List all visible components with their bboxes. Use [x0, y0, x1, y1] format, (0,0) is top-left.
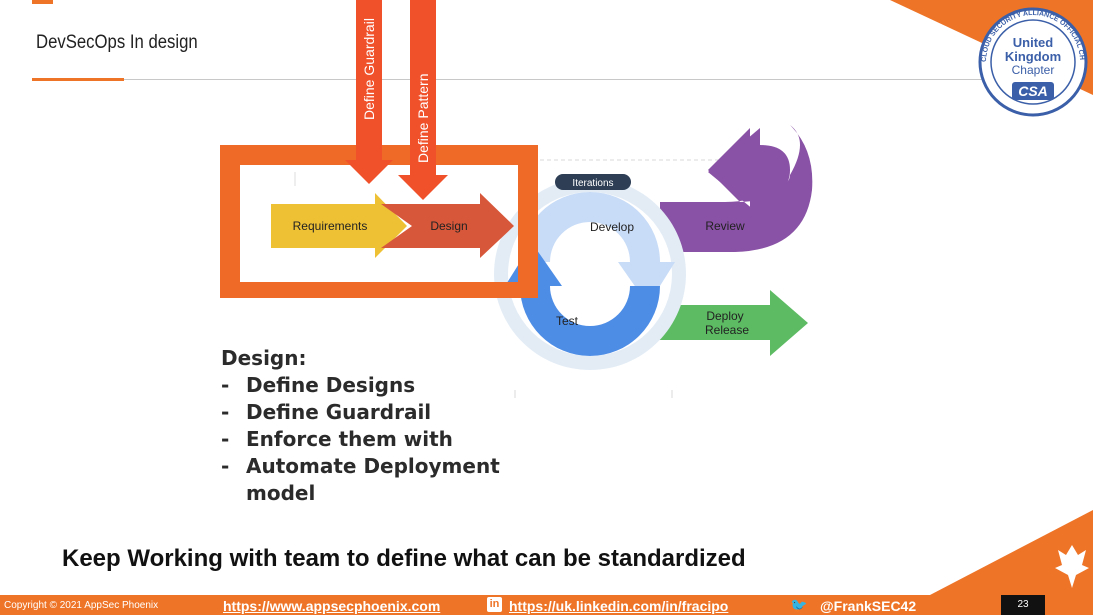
test-label: Test: [556, 314, 579, 328]
deploy-arrow: [650, 290, 808, 356]
requirements-arrow: [271, 193, 407, 258]
tagline: Keep Working with team to define what ca…: [62, 545, 746, 572]
design-highlight-frame: [220, 145, 538, 298]
design-arrow: [381, 193, 514, 258]
guardrail-arrow-label: Define Guardrail: [361, 18, 377, 120]
pattern-arrow-label: Define Pattern: [415, 74, 431, 164]
bullets-heading: Design:: [221, 346, 307, 370]
csa-logo: CLOUD SECURITY ALLIANCE OFFICIAL CHAPTER…: [0, 0, 1088, 117]
bullet-item: -Automate Deployment model: [221, 454, 500, 505]
iterations-label: Iterations: [572, 178, 613, 189]
logo-line3: Chapter: [1012, 63, 1055, 77]
footer-bar: Copyright © 2021 AppSec Phoenix https://…: [0, 595, 1093, 615]
pattern-arrow: [398, 0, 448, 200]
requirements-label: Requirements: [293, 219, 368, 233]
title-divider: [32, 79, 1093, 80]
footer-site-link[interactable]: https://www.appsecphoenix.com: [223, 598, 441, 614]
footer-linkedin-link[interactable]: https://uk.linkedin.com/in/fracipo: [509, 598, 729, 614]
deploy-label-line2: Release: [705, 323, 749, 337]
deploy-label-line1: Deploy: [706, 309, 743, 323]
bullet-item: -Define Designs: [221, 373, 416, 397]
phoenix-logo: [930, 510, 1093, 595]
design-bullet-list: Design: -Define Designs -Define Guardrai…: [221, 345, 536, 507]
footer-twitter-handle[interactable]: @FrankSEC42: [820, 598, 917, 614]
bullet-item: -Define Guardrail: [221, 400, 432, 424]
slide-title: DevSecOps In design: [36, 32, 198, 53]
page-number: 23: [1001, 595, 1045, 615]
test-segment: [505, 243, 660, 356]
iteration-cycle: Develop Test: [494, 178, 686, 370]
logo-line2: Kingdom: [1005, 49, 1061, 64]
phoenix-icon: [1055, 545, 1089, 588]
develop-label: Develop: [590, 220, 634, 234]
logo-badge-text: CSA: [1018, 83, 1048, 99]
top-accent-bar: [32, 0, 53, 4]
design-label: Design: [430, 219, 467, 233]
linkedin-icon: in: [487, 597, 502, 612]
title-accent-bar: [32, 78, 124, 81]
logo-line1: United: [1013, 35, 1054, 50]
logo-badge: [1012, 82, 1054, 100]
iterations-pill: [555, 174, 631, 190]
guardrail-arrow: [345, 0, 393, 184]
develop-segment: [520, 192, 675, 305]
review-label: Review: [705, 219, 745, 233]
twitter-icon: 🐦: [790, 597, 808, 613]
bullet-item: -Enforce them with: [221, 427, 453, 451]
footer-copyright: Copyright © 2021 AppSec Phoenix: [4, 600, 159, 611]
